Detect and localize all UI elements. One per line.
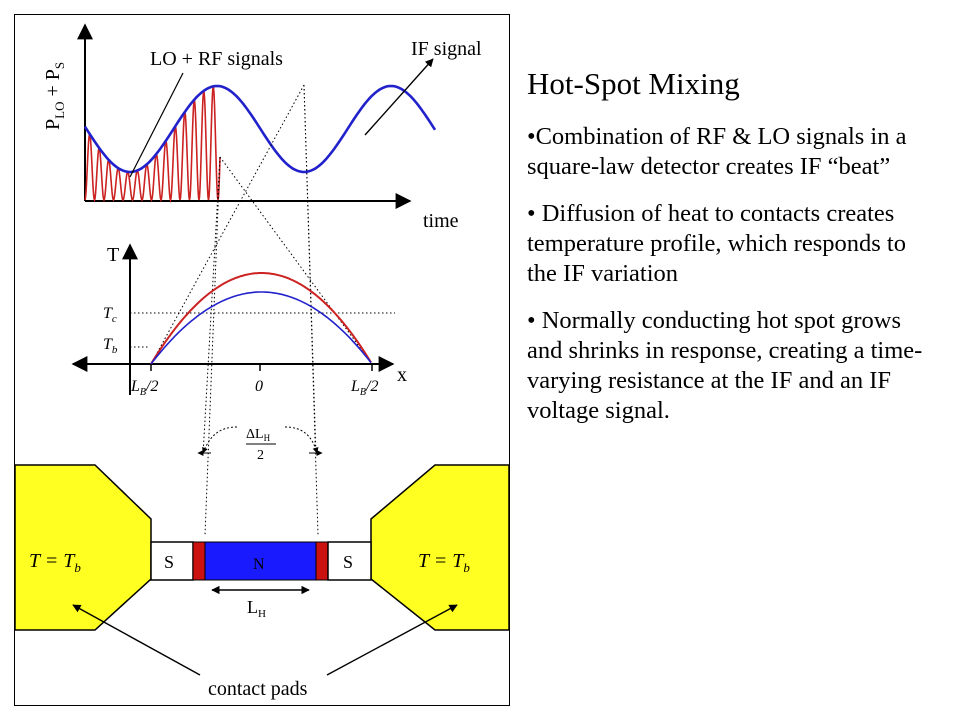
if-pointer [364, 58, 434, 136]
bullet-hotspot: • Normally conducting hot spot grows and… [527, 306, 923, 424]
t-axis-label: T [107, 244, 119, 266]
power-y-label: PLO + PS [42, 62, 67, 130]
delta-lh-denominator: 2 [257, 448, 264, 463]
contact-pads-label: contact pads [208, 678, 308, 700]
hot-spot-diagram: PLO + PS time LO + RF signals IF signal … [14, 14, 510, 706]
left-pad-label: T = Tb [29, 550, 81, 575]
slide-title: Hot-Spot Mixing [527, 66, 740, 101]
lh-label: LH [247, 597, 266, 620]
tc-label: Tc [103, 305, 117, 325]
x-axis-label: x [397, 364, 407, 386]
right-s-label: S [343, 552, 353, 572]
right-superconductor [327, 541, 372, 581]
temperature-profile-low [150, 291, 372, 365]
left-contact-pad [15, 464, 152, 631]
right-contact-pad [370, 464, 509, 631]
temperature-profile-high [150, 272, 372, 365]
if-annotation: IF signal [411, 38, 482, 60]
bullet-diffusion: • Diffusion of heat to contacts creates … [527, 199, 906, 287]
lo-rf-signal-curve [84, 86, 221, 203]
right-pad-label: T = Tb [418, 550, 470, 575]
time-axis-label: time [423, 210, 459, 232]
delta-lh-numerator: ΔLH [246, 427, 271, 443]
lo-rf-annotation: LO + RF signals [150, 48, 283, 70]
right-tick-label: LB/2 [350, 378, 378, 398]
right-pad-pointer [326, 604, 458, 676]
center-tick-label: 0 [255, 378, 263, 395]
projection-lines [150, 84, 373, 536]
delta-lh-annotation: ΔLH 2 [197, 426, 323, 463]
left-pad-pointer [72, 604, 201, 676]
n-label: N [253, 556, 265, 573]
left-s-label: S [164, 552, 174, 572]
text-panel: Hot-Spot Mixing •Combination of RF & LO … [527, 66, 937, 443]
bullet-combination: •Combination of RF & LO signals in a squ… [527, 122, 907, 180]
left-hotspot-edge [192, 541, 206, 581]
tb-label: Tb [103, 336, 118, 356]
temperature-profile-plot: T x Tc Tb LB/2 0 LB/2 [71, 243, 407, 398]
device-structure: S N S T = Tb T = Tb LH contact pads [15, 464, 509, 700]
left-tick-label: LB/2 [130, 378, 158, 398]
power-time-plot: PLO + PS time LO + RF signals IF signal [42, 23, 482, 232]
lo-rf-pointer [129, 72, 184, 178]
right-hotspot-edge [315, 541, 329, 581]
if-signal-curve [83, 84, 437, 174]
